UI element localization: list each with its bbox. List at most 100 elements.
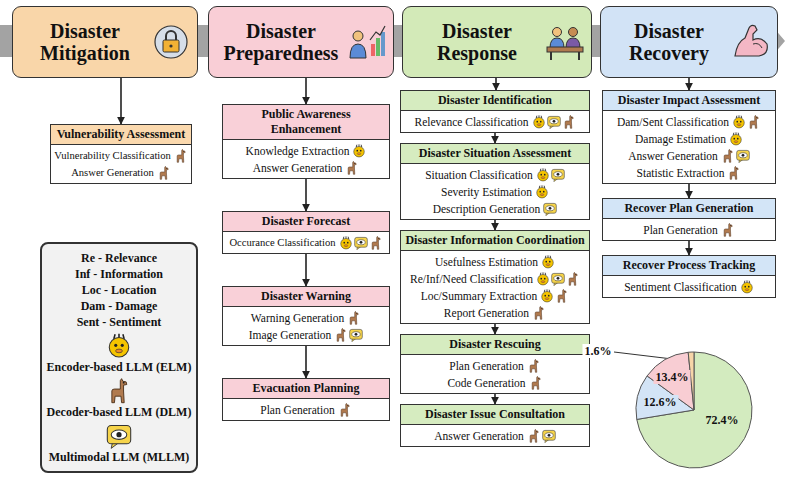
- task-row: Knowledge Extraction: [227, 142, 385, 159]
- task-row: Vulnerability Classification: [55, 147, 187, 164]
- task-list-box: Vulnerability ClassificationAnswer Gener…: [50, 144, 192, 184]
- flow-arrow: [688, 78, 690, 90]
- flow-arrow: [494, 220, 496, 230]
- model-icons: [339, 236, 383, 250]
- icon-eye: [748, 285, 750, 287]
- section-header: Disaster Forecast: [222, 211, 390, 232]
- icon-bubble: [737, 150, 750, 160]
- model-icon: [532, 306, 546, 320]
- icon-body: [341, 403, 349, 416]
- icon-head: [109, 338, 129, 358]
- icon-eye: [343, 329, 345, 331]
- model-icons: [727, 166, 741, 180]
- chart-bar: [381, 32, 385, 56]
- model-icons: [338, 403, 352, 417]
- section-header: Recover Process Tracking: [602, 255, 776, 276]
- icon-eye: [535, 360, 537, 362]
- model-icon: [541, 255, 555, 269]
- task-text: Answer Generation: [628, 150, 718, 162]
- icon-eyeball: [356, 239, 364, 244]
- model-icons: [540, 289, 569, 303]
- task-list-box: Warning GenerationImage Generation: [222, 306, 390, 346]
- icon-head: [538, 274, 549, 285]
- percentage-label: 72.4%: [704, 413, 741, 427]
- icon-eye: [539, 190, 541, 192]
- lock-body: [163, 40, 179, 52]
- section-title: Evacuation Planning: [226, 381, 386, 396]
- icon-eye: [733, 137, 735, 139]
- icon-pupil: [359, 240, 362, 243]
- phase-header: Disaster Mitigation: [12, 6, 198, 78]
- flow-arrow: [120, 78, 122, 124]
- icon-eye: [357, 149, 359, 151]
- model-icon: [540, 289, 554, 303]
- task-row: Re/Inf/Need Classification: [405, 270, 585, 287]
- icon-pupil: [741, 153, 744, 156]
- flow-arrow: [305, 78, 307, 104]
- icon-mouth: [344, 244, 348, 246]
- task-list-box: Answer Generation: [400, 424, 590, 447]
- section-header: Evacuation Planning: [222, 378, 390, 399]
- section-header: Disaster Warning: [222, 286, 390, 307]
- task-list-box: Occurance Classification: [222, 231, 390, 254]
- legend-box: Re - RelevanceInf - InformationLoc - Loc…: [40, 242, 198, 473]
- model-icon: [732, 115, 746, 129]
- icon-eye: [756, 116, 758, 118]
- icon-eye: [377, 237, 379, 239]
- icon-eye: [543, 190, 545, 192]
- icon-eyeball: [739, 152, 747, 157]
- icon-head: [542, 291, 553, 302]
- model-icons: [543, 202, 557, 216]
- icon-pupil: [552, 119, 555, 122]
- model-icons: [536, 272, 580, 286]
- task-row: Sentiment Classification: [607, 278, 771, 295]
- model-icon: [551, 272, 565, 286]
- legend-text: Sent - Sentiment: [77, 315, 162, 329]
- flow-arrow: [305, 254, 307, 286]
- icon-body: [177, 149, 185, 162]
- phase-header: Disaster Recovery: [600, 6, 778, 78]
- icon-body: [565, 115, 573, 128]
- model-icon: [345, 161, 359, 175]
- icon-mouth: [745, 288, 749, 290]
- model-icon: [721, 223, 735, 237]
- flow-arrow: [305, 179, 307, 211]
- icon-mouth: [737, 123, 741, 125]
- person-head: [553, 28, 562, 37]
- legend-entry: Loc - Location: [46, 282, 192, 298]
- icon-bubble: [107, 426, 130, 444]
- icon-mouth: [545, 297, 549, 299]
- icon-body: [372, 236, 380, 249]
- section-header: Vulnerability Assessment: [50, 124, 192, 145]
- phase-title-area: Disaster Preparedness: [209, 20, 347, 65]
- model-icon: [543, 202, 557, 216]
- legend-icon: [106, 378, 132, 404]
- model-icons: [527, 429, 556, 443]
- arm-muscle: [753, 44, 762, 49]
- icon-eye: [736, 167, 738, 169]
- icon-mouth: [541, 280, 545, 282]
- task-row: Answer Generation: [405, 427, 585, 444]
- model-icons: [721, 223, 735, 237]
- icon-eyeball: [546, 205, 554, 210]
- icon-head: [742, 282, 753, 293]
- icon-eye: [535, 430, 537, 432]
- section-title: Disaster Forecast: [226, 214, 386, 229]
- task-row: Situation Classification: [405, 166, 585, 183]
- phase-title: Disaster Mitigation: [19, 20, 151, 65]
- task-text: Damage Estimation: [635, 133, 726, 145]
- task-text: Occurance Classification: [229, 237, 335, 248]
- icon-pupil: [116, 432, 121, 437]
- legend-icon: [106, 333, 132, 359]
- model-icons: [541, 255, 555, 269]
- icon-eyeball: [352, 331, 360, 336]
- model-icons: [732, 115, 761, 129]
- icon-eyeball: [111, 430, 127, 439]
- icon-mouth: [734, 140, 738, 142]
- task-row: Image Generation: [227, 326, 385, 343]
- icon-body: [731, 166, 739, 179]
- legend-text: Re - Relevance: [81, 251, 157, 265]
- icon-body: [569, 272, 577, 285]
- model-icons: [532, 306, 546, 320]
- model-icons: [536, 168, 565, 182]
